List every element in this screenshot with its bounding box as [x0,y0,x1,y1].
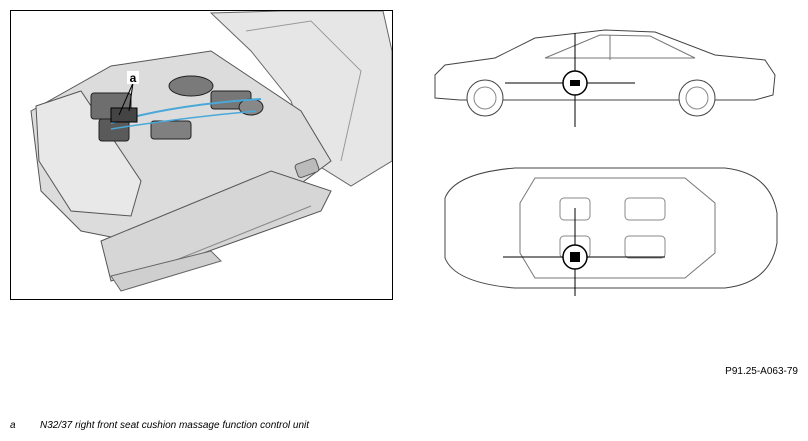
seat-drawing: a [30,11,392,292]
rear-wheel [678,79,716,117]
vehicle-top-view-icon [444,167,778,296]
figure-reference-code: P91.25-A063-79 [725,366,798,377]
seat-front-bolster [35,90,142,217]
car-body-outline [434,29,776,101]
seat-backrest [209,11,392,187]
legend-text: N32/37 right front seat cushion massage … [40,420,310,431]
seat-cushion-illustration: a [10,10,393,300]
car-top-outline [444,167,778,289]
front-wheel [466,79,504,117]
legend-item: a N32/37 right front seat cushion massage… [10,420,309,431]
seat-side-rail [100,170,332,282]
control-unit-n32-37 [110,107,138,123]
callout-label-a: a [130,71,137,85]
legend-key: a [10,420,16,431]
vehicle-side-view-icon [434,29,776,127]
seat-rails [110,250,222,292]
